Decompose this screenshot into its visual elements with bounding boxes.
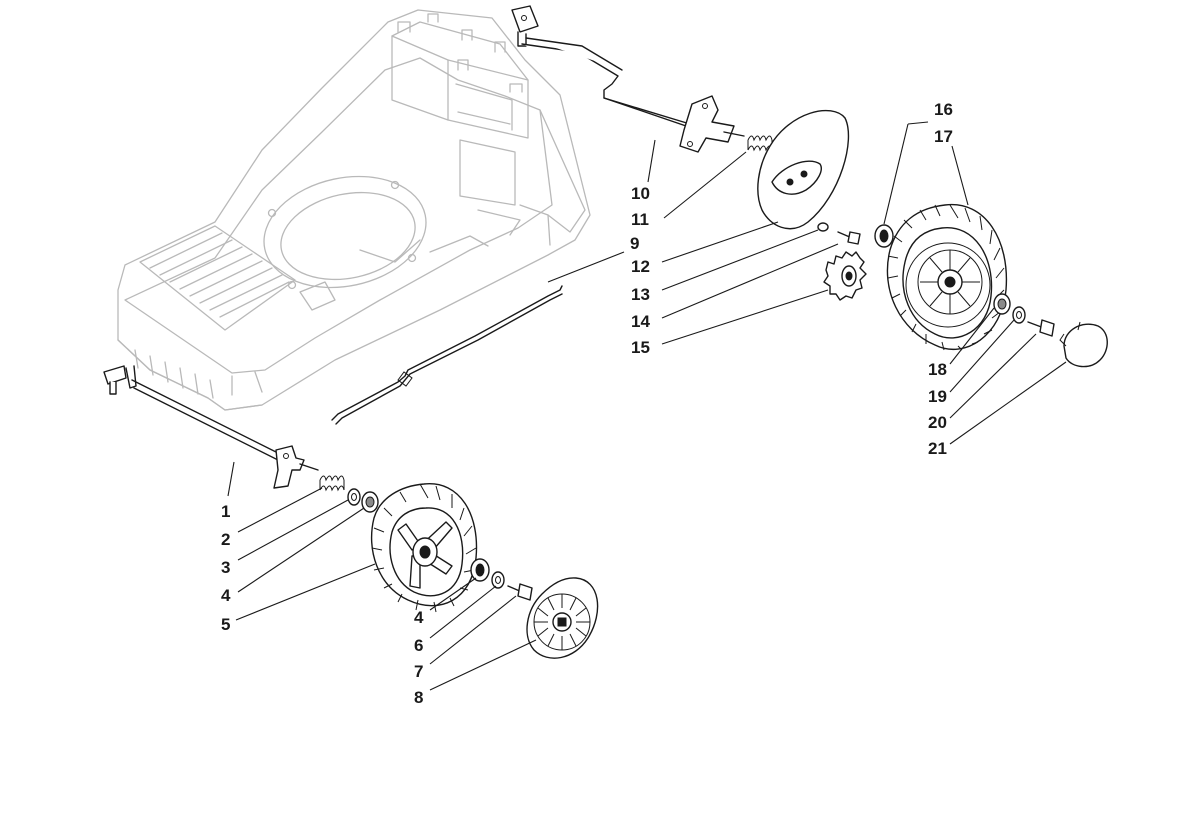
rear-wheel bbox=[886, 203, 1008, 351]
front-hub-cap bbox=[526, 577, 599, 659]
front-axle-rod bbox=[103, 365, 279, 461]
front-wheel bbox=[370, 483, 478, 613]
front-washer-inner bbox=[347, 488, 361, 506]
front-spring bbox=[319, 475, 345, 492]
callout-labels: 1 2 3 4 5 4 6 7 8 9 10 11 12 13 14 15 16… bbox=[221, 100, 953, 707]
height-adjuster-rod bbox=[331, 285, 563, 425]
front-washer-outer bbox=[491, 571, 505, 589]
callout-17: 17 bbox=[934, 127, 953, 146]
front-bushing-inner bbox=[361, 491, 379, 513]
callout-21: 21 bbox=[928, 439, 947, 458]
callout-14: 14 bbox=[631, 312, 650, 331]
rear-axle-rod bbox=[511, 5, 693, 129]
rear-bolt bbox=[837, 231, 861, 245]
callout-19: 19 bbox=[928, 387, 947, 406]
callout-1: 1 bbox=[221, 502, 230, 521]
rear-gear bbox=[823, 251, 867, 301]
callout-3: 3 bbox=[221, 558, 230, 577]
callout-7: 7 bbox=[414, 662, 423, 681]
front-bushing-outer bbox=[470, 558, 490, 582]
callout-18: 18 bbox=[928, 360, 947, 379]
callout-9: 9 bbox=[630, 234, 639, 253]
rear-cover-plate bbox=[757, 109, 850, 230]
rear-bushing-outer bbox=[993, 293, 1011, 315]
callout-8: 8 bbox=[414, 688, 423, 707]
callout-16: 16 bbox=[934, 100, 953, 119]
callout-13: 13 bbox=[631, 285, 650, 304]
mower-deck bbox=[117, 9, 591, 411]
leader-lines bbox=[227, 121, 1067, 691]
callout-5: 5 bbox=[221, 615, 230, 634]
callout-10: 10 bbox=[631, 184, 650, 203]
rear-bushing-inner bbox=[874, 224, 894, 248]
rear-height-bracket bbox=[679, 95, 745, 153]
front-height-bracket bbox=[273, 445, 319, 489]
callout-12: 12 bbox=[631, 257, 650, 276]
callout-4: 4 bbox=[221, 586, 231, 605]
callout-15: 15 bbox=[631, 338, 650, 357]
rear-small-washer bbox=[817, 222, 829, 232]
callout-11: 11 bbox=[631, 210, 649, 229]
callout-4-front: 4 bbox=[414, 608, 424, 627]
callout-2: 2 bbox=[221, 530, 230, 549]
rear-hub-cap bbox=[1059, 321, 1108, 368]
rear-washer-outer bbox=[1012, 306, 1026, 324]
rear-outer-bolt bbox=[1027, 319, 1055, 337]
callout-6: 6 bbox=[414, 636, 423, 655]
front-bolt bbox=[507, 583, 533, 601]
callout-20: 20 bbox=[928, 413, 947, 432]
